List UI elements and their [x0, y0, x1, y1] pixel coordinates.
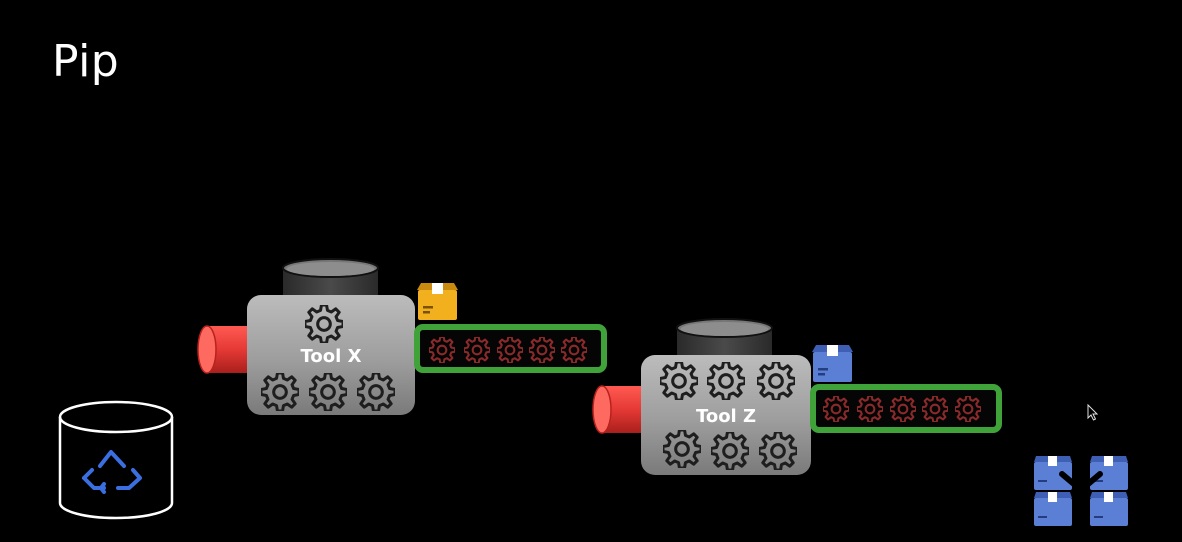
hopper-icon — [676, 318, 773, 360]
package-icon — [1090, 456, 1128, 490]
package-icon — [1034, 456, 1072, 490]
tool-z-conveyor — [810, 384, 1002, 433]
tool-x-conveyor — [414, 324, 607, 373]
tool-z-machine: Tool Z — [592, 318, 811, 475]
recycle-icon — [82, 450, 142, 494]
slide-title: Pip — [52, 36, 120, 87]
cursor-icon — [1087, 403, 1099, 421]
hopper-icon — [282, 258, 379, 300]
stacked-packages — [1034, 456, 1128, 526]
pipe-icon — [592, 385, 646, 434]
pipe-icon — [197, 325, 251, 374]
package-icon — [812, 345, 853, 382]
tool-z-label: Tool Z — [696, 406, 756, 427]
tool-x-machine: Tool X — [197, 258, 415, 415]
database-icon — [58, 400, 174, 520]
package-icon — [1034, 492, 1072, 526]
tool-x-label: Tool X — [301, 346, 362, 367]
package-icon — [417, 283, 458, 320]
package-icon — [1090, 492, 1128, 526]
